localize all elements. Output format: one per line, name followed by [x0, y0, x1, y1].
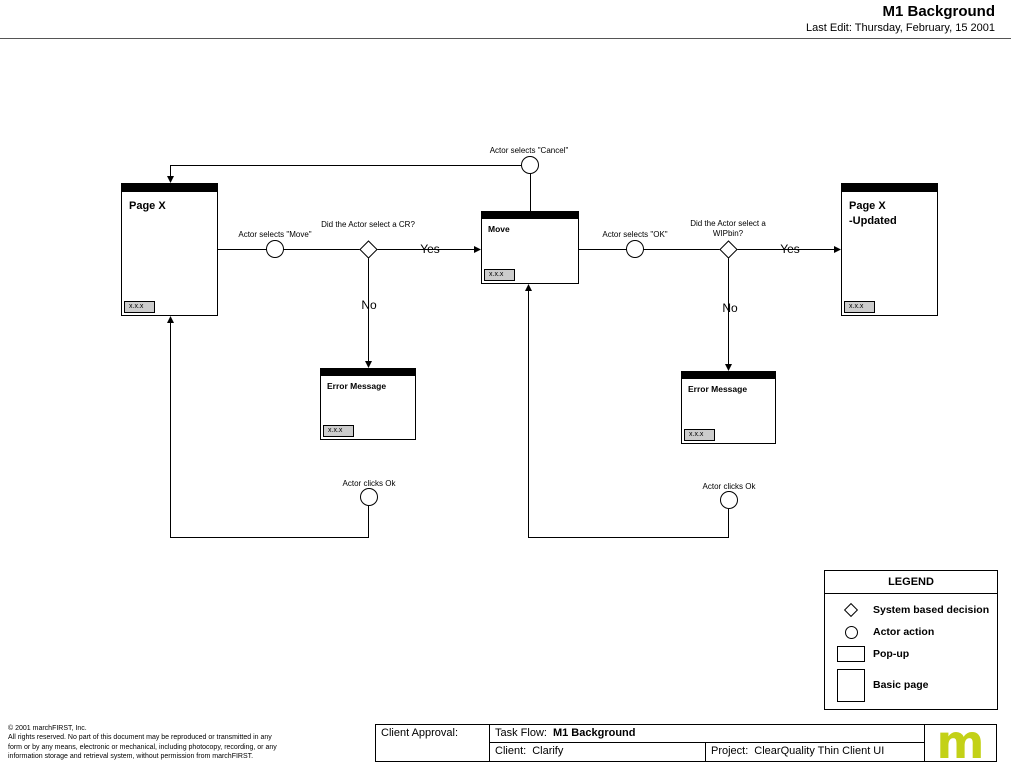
error-right-title: Error Message	[688, 384, 748, 394]
page-x-updated-title-bar	[842, 184, 937, 192]
popup-move: Move x.x.x	[481, 211, 579, 284]
arrowhead-into-pagex-bottom	[167, 316, 174, 323]
move-title-bar	[482, 212, 578, 219]
actor-action-circle-clicks-ok-left	[360, 488, 378, 506]
client-approval-cell: Client Approval:	[376, 725, 490, 761]
label-decision-cr: Did the Actor select a CR?	[321, 220, 415, 229]
project-value: ClearQuality Thin Client UI	[754, 745, 885, 757]
error-right-title-bar	[682, 372, 775, 379]
error-right-ref-tab: x.x.x	[684, 429, 716, 441]
page-x-title: Page X	[129, 200, 166, 212]
task-flow-label: Task Flow:	[495, 727, 547, 739]
label-actor-clicks-ok-right: Actor clicks Ok	[702, 482, 756, 491]
connector-return-to-move	[528, 291, 729, 538]
legend-item-actor-action: Actor action	[833, 623, 934, 641]
legend-item-label: System based decision	[873, 604, 990, 616]
error-left-ref-tab: x.x.x	[323, 425, 355, 437]
page-x-updated-title-line2: -Updated	[849, 214, 897, 227]
logo-cell: m	[925, 725, 996, 761]
page-x-updated-title-line1: Page X	[849, 200, 886, 212]
page-title: M1 Background	[882, 3, 995, 20]
actor-action-circle-ok	[626, 240, 644, 258]
marchfirst-logo: m	[936, 725, 985, 761]
legend-box: LEGEND System based decision Actor actio…	[824, 570, 998, 710]
copyright-line: All rights reserved. No part of this doc…	[8, 734, 272, 742]
label-yes-right: Yes	[780, 242, 800, 256]
label-actor-selects-cancel: Actor selects "Cancel"	[489, 146, 569, 155]
actor-action-circle-clicks-ok-right	[720, 491, 738, 509]
page-x-ref-tab: x.x.x	[124, 301, 156, 313]
popup-icon	[833, 646, 869, 662]
arrowhead-into-move	[474, 246, 481, 253]
error-left-title-bar	[321, 369, 415, 376]
label-yes-left: Yes	[420, 242, 440, 256]
legend-item-popup: Pop-up	[833, 643, 909, 665]
copyright-line: information storage and retrieval system…	[8, 753, 254, 761]
actor-action-circle-cancel	[521, 156, 539, 174]
arrowhead-into-error-left	[365, 361, 372, 368]
legend-item-label: Basic page	[873, 679, 929, 691]
arrowhead-into-move-bottom	[525, 284, 532, 291]
label-actor-clicks-ok-left: Actor clicks Ok	[342, 479, 396, 488]
arrowhead-into-pagex-updated	[834, 246, 841, 253]
move-title: Move	[488, 224, 510, 234]
legend-item-basic-page: Basic page	[833, 667, 928, 703]
last-edit-timestamp: Last Edit: Thursday, February, 15 2001	[806, 22, 995, 34]
connector-return-to-pagex	[170, 323, 369, 538]
header-divider	[0, 38, 1011, 39]
basic-page-page-x-updated: Page X -Updated x.x.x	[841, 183, 938, 316]
project-cell: Project: ClearQuality Thin Client UI	[706, 743, 925, 761]
label-decision-wipbin-line1: Did the Actor select a	[690, 219, 766, 228]
legend-item-label: Pop-up	[873, 648, 910, 660]
legend-item-label: Actor action	[873, 626, 935, 638]
circle-icon	[833, 625, 869, 639]
popup-error-message-left: Error Message x.x.x	[320, 368, 416, 440]
label-no-right: No	[722, 301, 738, 315]
label-actor-selects-ok: Actor selects "OK"	[602, 230, 668, 239]
label-actor-selects-move: Actor selects "Move"	[238, 230, 312, 239]
label-decision-wipbin: Did the Actor select a WIPbin?	[690, 219, 766, 239]
project-label: Project:	[711, 745, 749, 757]
page-x-title-bar	[122, 184, 217, 192]
client-cell: Client: Clarify	[490, 743, 706, 761]
task-flow-value: M1 Background	[552, 727, 636, 739]
basic-page-icon	[833, 668, 869, 702]
diamond-icon	[833, 602, 869, 618]
label-no-left: No	[361, 298, 377, 312]
client-label: Client:	[495, 745, 527, 757]
approval-table: Client Approval: Task Flow: M1 Background…	[375, 724, 997, 762]
label-decision-wipbin-line2: WIPbin?	[712, 229, 744, 238]
move-ref-tab: x.x.x	[484, 269, 516, 281]
popup-error-message-right: Error Message x.x.x	[681, 371, 776, 444]
arrowhead-into-pagex-top	[167, 176, 174, 183]
page-x-updated-title: Page X -Updated	[842, 192, 937, 229]
actor-action-circle-move	[266, 240, 284, 258]
client-value: Clarify	[532, 745, 564, 757]
arrowhead-into-error-right	[725, 364, 732, 371]
legend-title: LEGEND	[825, 571, 997, 594]
connector-cancel-to-pagex	[170, 165, 521, 176]
basic-page-page-x: Page X x.x.x	[121, 183, 218, 316]
error-left-title: Error Message	[327, 381, 387, 391]
page-x-updated-ref-tab: x.x.x	[844, 301, 876, 313]
legend-item-system-decision: System based decision	[833, 601, 989, 619]
copyright-line: © 2001 marchFIRST, Inc.	[8, 725, 87, 732]
copyright-block: © 2001 marchFIRST, Inc. All rights reser…	[8, 724, 277, 762]
task-flow-cell: Task Flow: M1 Background	[490, 725, 925, 743]
copyright-line: form or by any means, electronic or mech…	[8, 743, 277, 751]
